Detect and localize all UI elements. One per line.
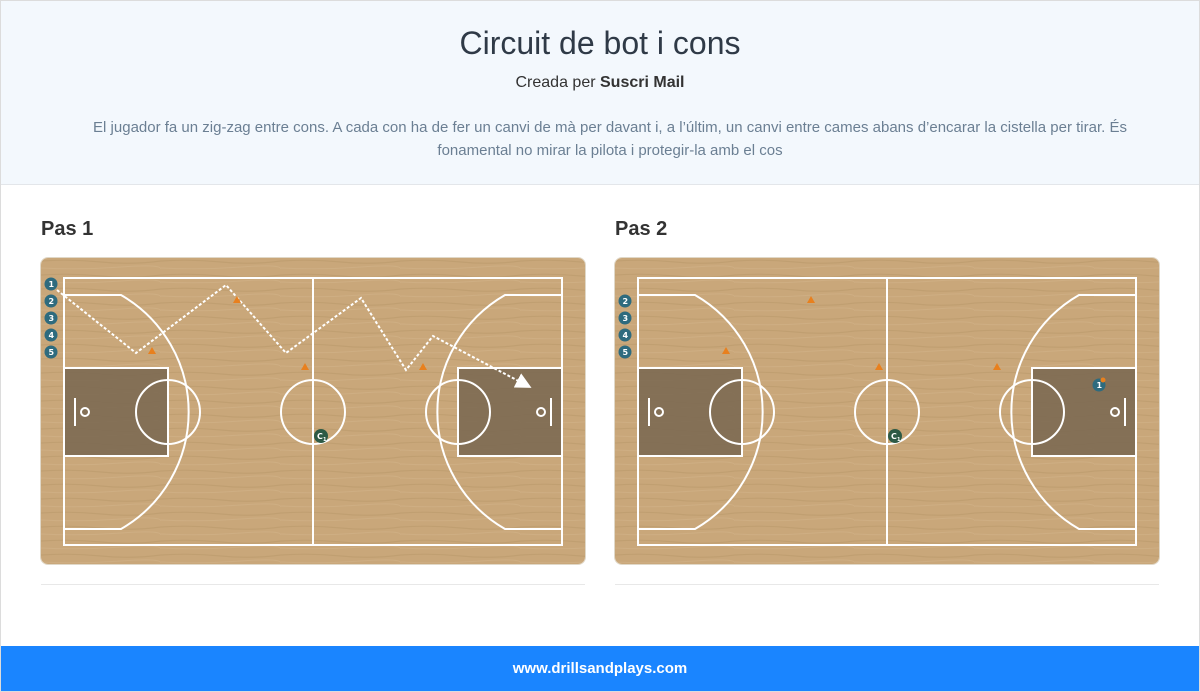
- step-divider: [615, 584, 1159, 585]
- court-lines: [63, 277, 563, 546]
- cone-icon: [419, 363, 427, 370]
- svg-text:2: 2: [49, 297, 55, 306]
- svg-text:3: 3: [623, 314, 629, 323]
- player-marker-on-court[interactable]: 1: [1092, 377, 1106, 392]
- svg-text:2: 2: [623, 297, 629, 306]
- court-svg: C 1 1 2 3 4 5: [41, 258, 585, 564]
- court-diagram-step-1[interactable]: C 1 1 2 3 4 5: [41, 258, 585, 564]
- created-by-label: Creada per: [515, 74, 596, 91]
- step-1: Pas 1: [41, 218, 585, 585]
- step-2: Pas 2: [615, 218, 1159, 585]
- court-diagram-step-2[interactable]: C 1 2 3 4 5 1: [615, 258, 1159, 564]
- left-paint: [638, 368, 742, 456]
- coach-sub-label: 1: [897, 437, 901, 443]
- coach-marker[interactable]: C 1: [888, 429, 902, 443]
- player-marker[interactable]: 5: [44, 345, 58, 359]
- author-name[interactable]: Suscri Mail: [600, 74, 685, 91]
- step-title: Pas 1: [41, 218, 94, 240]
- svg-text:1: 1: [1097, 381, 1103, 390]
- player-marker[interactable]: 2: [44, 294, 58, 308]
- cone-icon: [807, 296, 815, 303]
- player-marker[interactable]: 3: [44, 311, 58, 325]
- coach-label: C: [317, 432, 323, 441]
- svg-text:5: 5: [623, 348, 629, 357]
- player-list: 1 2 3 4 5: [44, 277, 58, 359]
- player-marker[interactable]: 2: [618, 294, 632, 308]
- right-paint: [458, 368, 562, 456]
- player-marker[interactable]: 3: [618, 311, 632, 325]
- dribble-path: [56, 283, 532, 388]
- court-svg: C 1 2 3 4 5 1: [615, 258, 1159, 564]
- coach-sub-label: 1: [323, 437, 327, 443]
- player-marker[interactable]: 1: [44, 277, 58, 291]
- step-title: Pas 2: [615, 218, 668, 240]
- author-line: Creada per Suscri Mail: [1, 74, 1199, 92]
- site-footer: www.drillsandplays.com: [1, 646, 1199, 691]
- cones: [722, 296, 1001, 370]
- player-marker[interactable]: 4: [44, 328, 58, 342]
- drill-description: El jugador fa un zig-zag entre cons. A c…: [93, 119, 1127, 159]
- svg-text:3: 3: [49, 314, 55, 323]
- left-paint: [64, 368, 168, 456]
- page-title: Circuit de bot i cons: [459, 25, 741, 61]
- cone-icon: [722, 347, 730, 354]
- svg-text:4: 4: [49, 331, 55, 340]
- svg-text:1: 1: [49, 280, 55, 289]
- player-marker[interactable]: 4: [618, 328, 632, 342]
- player-marker[interactable]: 5: [618, 345, 632, 359]
- footer-link[interactable]: www.drillsandplays.com: [512, 660, 688, 677]
- coach-marker[interactable]: C 1: [314, 429, 328, 443]
- cone-icon: [233, 296, 241, 303]
- cone-icon: [301, 363, 309, 370]
- svg-text:4: 4: [623, 331, 629, 340]
- coach-label: C: [891, 432, 897, 441]
- player-list: 2 3 4 5: [618, 294, 632, 359]
- cone-icon: [875, 363, 883, 370]
- cone-icon: [148, 347, 156, 354]
- cone-icon: [993, 363, 1001, 370]
- drill-header: Circuit de bot i cons Creada per Suscri …: [1, 1, 1199, 185]
- cones: [148, 296, 427, 370]
- right-paint: [1032, 368, 1136, 456]
- step-divider: [41, 584, 585, 585]
- ball-icon: [1100, 377, 1106, 383]
- court-lines: [637, 277, 1137, 546]
- svg-text:5: 5: [49, 348, 55, 357]
